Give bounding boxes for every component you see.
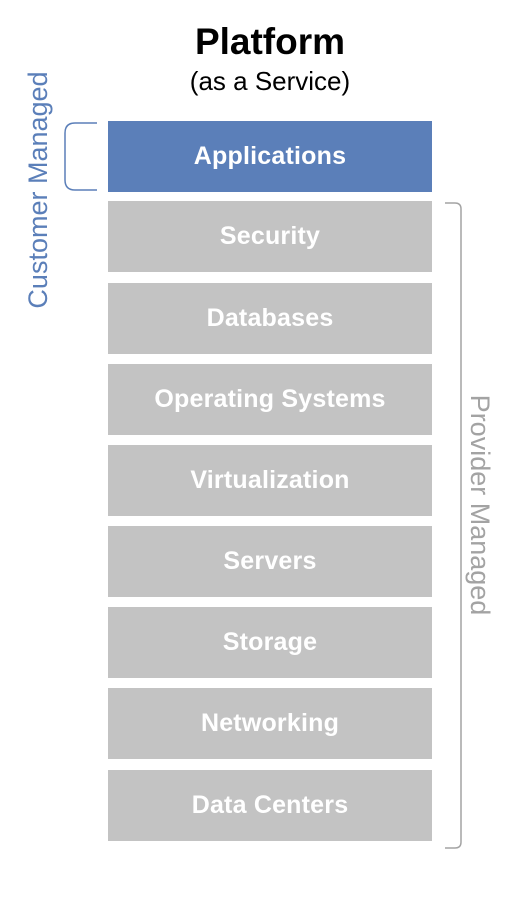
provider-managed-label: Provider Managed: [465, 394, 495, 616]
layer-storage: Storage: [108, 607, 432, 678]
layer-data-centers: Data Centers: [108, 770, 432, 841]
layer-databases: Databases: [108, 283, 432, 354]
layer-networking: Networking: [108, 688, 432, 759]
customer-managed-label: Customer Managed: [23, 71, 53, 309]
layer-virtualization: Virtualization: [108, 445, 432, 516]
layer-operating-systems: Operating Systems: [108, 364, 432, 435]
layer-applications: Applications: [108, 121, 432, 192]
layer-security: Security: [108, 201, 432, 272]
diagram-title: Platform: [194, 21, 346, 62]
diagram-subtitle: (as a Service): [189, 66, 351, 96]
customer-bracket: [64, 122, 97, 191]
provider-bracket: [445, 202, 462, 849]
layer-servers: Servers: [108, 526, 432, 597]
